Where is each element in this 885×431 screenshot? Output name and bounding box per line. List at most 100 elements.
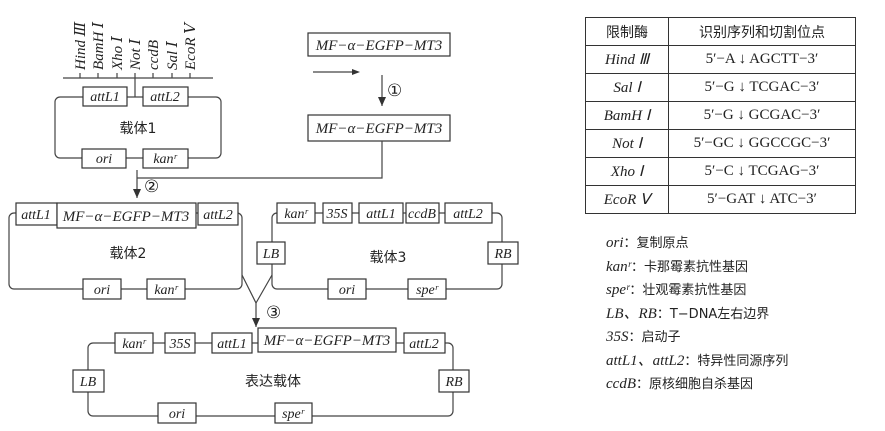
lb-box	[72, 369, 105, 393]
site-ticks	[79, 73, 191, 97]
enzyme-name: EcoR Ⅴ	[585, 185, 669, 214]
35s-label: 35S	[326, 207, 348, 222]
kan-box	[142, 148, 189, 169]
rb-label: RB	[493, 247, 512, 262]
legend-key: attL1、attL2	[606, 352, 685, 369]
step2-label: ②	[144, 177, 159, 196]
35s-label: 35S	[169, 337, 191, 352]
enzyme-name: Xho Ⅰ	[585, 157, 669, 186]
kan-label: kanʳ	[153, 152, 177, 167]
kan-label: kanʳ	[284, 207, 308, 222]
vector1-title: 载体1	[120, 121, 157, 137]
lb-label: LB	[262, 247, 280, 262]
legend-key: LB、RB	[606, 305, 657, 322]
attl2-box	[444, 202, 493, 224]
enzyme-name: Hind Ⅲ	[585, 45, 669, 74]
legend-item: ccdB：原核细胞自杀基因	[606, 373, 788, 397]
site-not1: Not Ⅰ	[128, 38, 144, 71]
attl1-box	[358, 202, 404, 224]
site-hind3: Hind Ⅲ	[73, 21, 89, 71]
vector3: kanʳ 35S attL1 ccdB attL2 LB RB 载体3 ori …	[256, 202, 519, 300]
gene-step1: MF−α−EGFP−MT3 ① MF−α−EGFP−MT3 ②	[133, 32, 451, 198]
site-sal1: Sal Ⅰ	[165, 40, 181, 70]
rb-box	[487, 241, 519, 265]
gene-label-2: MF−α−EGFP−MT3	[315, 121, 443, 137]
legend-text: ：复制原点	[623, 236, 689, 251]
merge-lines	[241, 274, 273, 305]
kan-box	[114, 332, 154, 354]
step3: ③	[241, 274, 281, 327]
lb-label: LB	[79, 375, 97, 390]
vector2: attL1 MF−α−EGFP−MT3 attL2 载体2 ori kanʳ	[8, 202, 243, 300]
legend-text: ：启动子	[628, 330, 681, 345]
kan-label: kanʳ	[122, 337, 146, 352]
gene-label: MF−α−EGFP−MT3	[62, 209, 190, 225]
table-header: 限制酶 识别序列和切割位点	[585, 17, 856, 46]
spe-label: speʳ	[416, 283, 439, 298]
legend-text: ：T−DNA左右边界	[656, 306, 770, 322]
legend-item: LB、RB：T−DNA左右边界	[606, 303, 788, 327]
attl2-label: attL2	[150, 90, 180, 105]
ori-box	[157, 402, 197, 424]
35s-box	[164, 332, 196, 354]
ori-label: ori	[94, 283, 110, 298]
attl2-box	[403, 332, 446, 354]
header-sequence: 识别序列和切割位点	[668, 17, 856, 46]
legend-key: kanʳ	[606, 258, 631, 275]
spe-box	[274, 402, 313, 424]
attl2-label: attL2	[203, 208, 233, 223]
rb-box	[438, 369, 470, 393]
expression-vector-title: 表达载体	[245, 374, 301, 390]
legend-key: ori	[606, 235, 624, 251]
connector-line	[137, 141, 383, 179]
ori-label: ori	[96, 152, 112, 167]
legend-item: ori：复制原点	[606, 232, 788, 256]
attl1-label: attL1	[21, 208, 51, 223]
header-enzyme: 限制酶	[585, 17, 669, 46]
spe-label: speʳ	[282, 407, 305, 422]
recognition-sequence: 5′−G ↓ GCGAC−3′	[668, 101, 856, 130]
enzyme-name: BamH Ⅰ	[585, 101, 669, 130]
ori-box	[81, 148, 127, 169]
vector2-title: 载体2	[110, 246, 147, 262]
plasmid-loop	[54, 96, 222, 159]
vector1: Hind Ⅲ BamH Ⅰ Xho Ⅰ Not Ⅰ ccdB Sal Ⅰ Eco…	[54, 21, 222, 169]
attl2-box	[142, 86, 189, 107]
ccdb-box	[405, 202, 440, 224]
attl2-box	[197, 202, 239, 226]
ori-label: ori	[339, 283, 355, 298]
recognition-sequence: 5′−GAT ↓ ATC−3′	[668, 185, 856, 214]
attl1-label: attL1	[217, 337, 247, 352]
ori-box	[82, 278, 122, 300]
enzyme-name: Sal Ⅰ	[585, 73, 669, 102]
lb-box	[256, 241, 286, 265]
gene-box-2	[307, 114, 451, 142]
ori-box	[327, 278, 367, 300]
ccdb-label: ccdB	[408, 207, 436, 222]
recognition-sequence: 5′−GC ↓ GGCCGC−3′	[668, 129, 856, 158]
recognition-sequence: 5′−G ↓ TCGAC−3′	[668, 73, 856, 102]
recognition-sequence: 5′−C ↓ TCGAG−3′	[668, 157, 856, 186]
arrowhead-icon	[352, 69, 360, 75]
site-bamh1: BamH Ⅰ	[91, 21, 107, 70]
site-xho1: Xho Ⅰ	[110, 35, 126, 71]
attl1-label: attL1	[366, 207, 396, 222]
expression-vector: kanʳ 35S attL1 MF−α−EGFP−MT3 attL2 LB RB…	[72, 327, 470, 424]
kan-box	[276, 202, 316, 224]
gene-box	[56, 202, 197, 229]
legend-text: ：原核细胞自杀基因	[635, 377, 753, 392]
legend-key: speʳ	[606, 282, 630, 298]
gene-label: MF−α−EGFP−MT3	[263, 333, 391, 349]
attl1-label: attL1	[90, 90, 120, 105]
step3-label: ③	[266, 303, 281, 322]
recognition-sequence: 5′−A ↓ AGCTT−3′	[668, 45, 856, 74]
